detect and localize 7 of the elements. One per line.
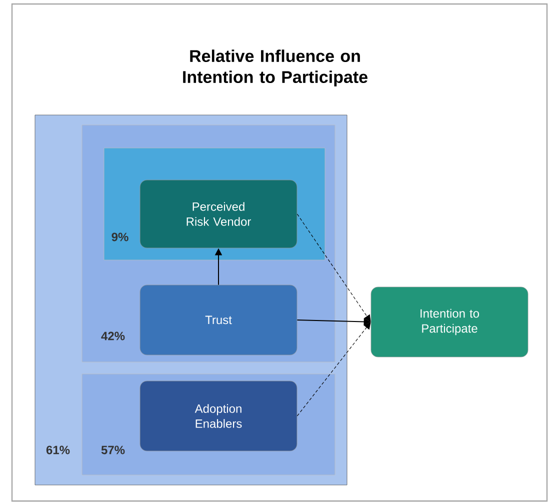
process-box: Adoption Enablers — [140, 380, 298, 452]
arrow — [296, 322, 371, 416]
process-box: Trust — [140, 284, 298, 356]
process-box: Perceived Risk Vendor — [140, 180, 298, 248]
arrow — [296, 214, 371, 322]
process-box: Intention to Participate — [370, 286, 528, 358]
title: Relative Influence on Intention to Participate — [183, 50, 368, 86]
